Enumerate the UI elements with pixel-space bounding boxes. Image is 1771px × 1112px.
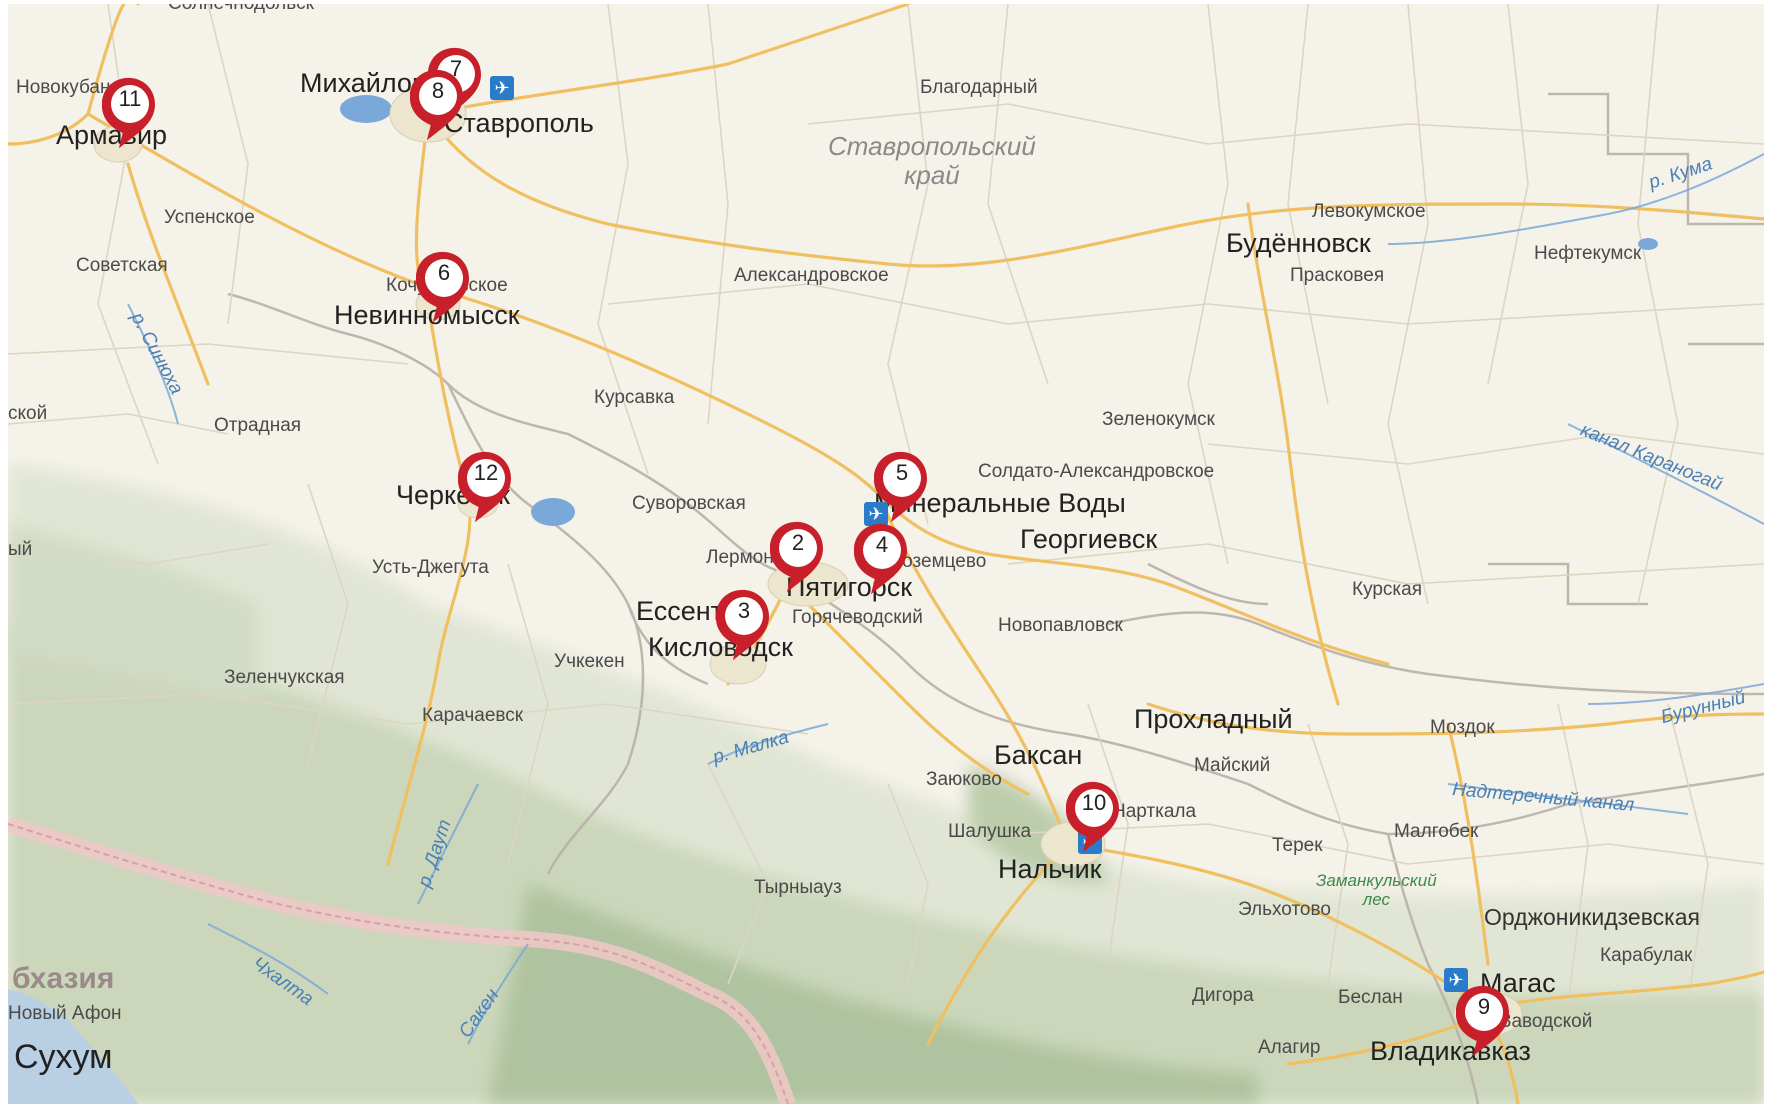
marker-number: 5	[895, 460, 909, 485]
rivers	[127, 153, 1764, 1045]
town-label: Прасковея	[1290, 265, 1385, 286]
lake	[340, 95, 392, 123]
town-label: Зеленокумск	[1102, 409, 1215, 430]
town-label: Новый Афон	[8, 1003, 122, 1024]
town-label: Солнечнодольск	[168, 4, 314, 13]
city-label: Невинномысск	[334, 300, 520, 330]
town-label: Шалушка	[948, 821, 1032, 842]
city-label: Ставрополь	[444, 108, 594, 138]
marker-number: 11	[118, 86, 142, 111]
town-label: Нефтекумск	[1534, 243, 1642, 264]
town-label: Солдато-Александровское	[978, 461, 1215, 482]
map-marker[interactable]: 6	[416, 250, 480, 326]
town-label: Новопавловск	[998, 615, 1123, 636]
airplane-icon[interactable]: ✈	[490, 76, 514, 100]
town-label: ый	[8, 539, 33, 560]
state-border-line	[8, 823, 789, 1104]
map-marker[interactable]: 11	[102, 76, 166, 152]
city-label: Нальчик	[998, 854, 1102, 884]
black-sea	[8, 989, 138, 1104]
marker-number: 7	[449, 56, 463, 81]
map-base-layer	[8, 4, 1764, 1104]
town-label: Карабулак	[1600, 945, 1693, 966]
town-label: Эльхотово	[1238, 899, 1331, 920]
town-label: Терек	[1272, 835, 1323, 856]
airplane-icon[interactable]: ✈	[1444, 968, 1468, 992]
city-label: Будённовск	[1226, 228, 1371, 258]
town-label: Усть-Джегута	[372, 557, 489, 578]
town-label: Карачаевск	[422, 705, 524, 726]
lake	[1638, 238, 1658, 250]
town-label: Заводской	[1500, 1011, 1593, 1032]
map-marker[interactable]: 3	[716, 588, 780, 664]
town-label: Майский	[1194, 755, 1271, 776]
city-label: Баксан	[994, 740, 1083, 770]
town-label: Благодарный	[920, 77, 1038, 98]
town-label: Горячеводский	[792, 607, 923, 628]
town-label: Алагир	[1258, 1037, 1321, 1058]
city-label: Кисловодск	[648, 632, 793, 662]
town-label: Курсавка	[594, 387, 675, 408]
marker-number: 8	[431, 78, 445, 103]
map-marker[interactable]: 5	[874, 450, 938, 526]
city-label: Прохладный	[1134, 704, 1293, 734]
town-label: Тырныауз	[754, 877, 842, 898]
map-marker[interactable]: 8	[410, 68, 474, 144]
town-label: Дигора	[1192, 985, 1254, 1006]
marker-number: 6	[437, 260, 451, 285]
town-label: Заюково	[926, 769, 1002, 790]
city-label: Владикавказ	[1370, 1036, 1531, 1066]
map-marker[interactable]: 9	[1456, 984, 1520, 1060]
map-marker[interactable]: 2	[770, 520, 834, 596]
town-label: Левокумское	[1312, 201, 1426, 222]
admin-borders	[227, 92, 1764, 1104]
marker-number: 3	[737, 598, 751, 623]
minor-roads	[8, 4, 1764, 1005]
town-label: Нарткала	[1112, 801, 1197, 822]
town-label: Новокубанск	[16, 77, 129, 98]
map-marker[interactable]: 12	[458, 450, 522, 526]
town-label: Суворовская	[632, 493, 746, 514]
map-marker[interactable]: 4	[854, 522, 918, 598]
marker-number: 9	[1477, 994, 1491, 1019]
town-label: Орджоникидзевская	[1484, 904, 1700, 930]
airplane-icon[interactable]: ✈	[864, 502, 888, 526]
city-label: Сухум	[14, 1038, 113, 1076]
town-label: Зеленчукская	[224, 667, 345, 688]
town-label: ской	[8, 403, 48, 424]
town-label: Беслан	[1338, 987, 1403, 1008]
town-label: Моздок	[1430, 717, 1495, 738]
town-label: Отрадная	[214, 415, 302, 436]
town-label: Малгобек	[1394, 821, 1479, 842]
town-label: Успенское	[164, 207, 255, 228]
lake	[531, 498, 575, 526]
marker-number: 4	[875, 532, 889, 557]
city-label: Георгиевск	[1020, 524, 1158, 554]
major-roads	[8, 4, 1764, 1104]
marker-number: 2	[791, 530, 805, 555]
map-marker[interactable]: 10	[1066, 780, 1130, 856]
marker-number: 10	[1081, 790, 1107, 815]
town-label: Учкекен	[554, 651, 625, 672]
town-label: Советская	[76, 255, 168, 276]
town-label: Александровское	[734, 265, 889, 286]
marker-number: 12	[473, 460, 499, 485]
country-label: бхазия	[12, 962, 115, 995]
town-label: Курская	[1352, 579, 1423, 600]
